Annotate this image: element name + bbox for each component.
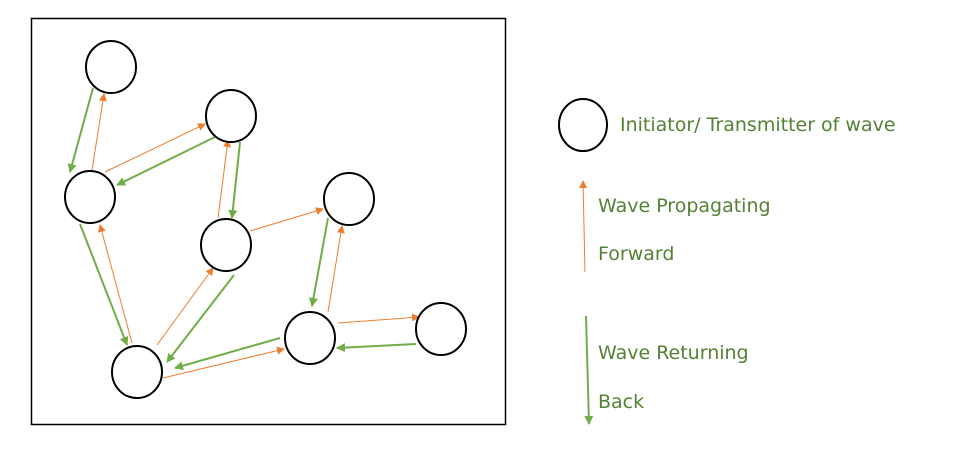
node (415, 302, 467, 356)
node (284, 311, 336, 365)
back-arrow (166, 274, 235, 363)
back-arrow (79, 223, 129, 346)
node (111, 345, 163, 399)
node (205, 89, 257, 143)
back-arrow (174, 337, 281, 371)
node (85, 40, 137, 94)
forward-arrow (162, 346, 285, 379)
forward-arrow (104, 123, 206, 173)
forward-arrow (337, 313, 420, 324)
legend-node-icon (558, 98, 608, 152)
legend-forward-label-1: Wave Propagating (598, 195, 771, 217)
back-arrow (67, 87, 94, 173)
back-arrow (116, 136, 216, 186)
forward-arrow (156, 267, 214, 346)
forward-arrows (91, 93, 420, 379)
node (200, 218, 252, 272)
back-arrow (336, 343, 417, 353)
legend-initiator-label: Initiator/ Transmitter of wave (620, 114, 896, 136)
back-arrows (67, 87, 417, 371)
back-arrow (309, 217, 329, 307)
forward-arrow (327, 225, 345, 313)
legend-back-label-1: Wave Returning (598, 342, 749, 364)
back-arrow (228, 141, 241, 219)
forward-arrow (217, 139, 232, 219)
forward-arrow (249, 207, 324, 232)
node (64, 170, 116, 224)
node (323, 172, 375, 226)
legend-back-label-2: Back (598, 391, 645, 413)
legend-forward-label-2: Forward (598, 243, 675, 265)
nodes (64, 40, 467, 399)
forward-arrow (97, 224, 133, 344)
forward-arrow (91, 93, 107, 171)
legend-forward-arrow (579, 180, 588, 273)
legend-back-arrow (584, 315, 594, 425)
network-frame (30, 17, 507, 426)
